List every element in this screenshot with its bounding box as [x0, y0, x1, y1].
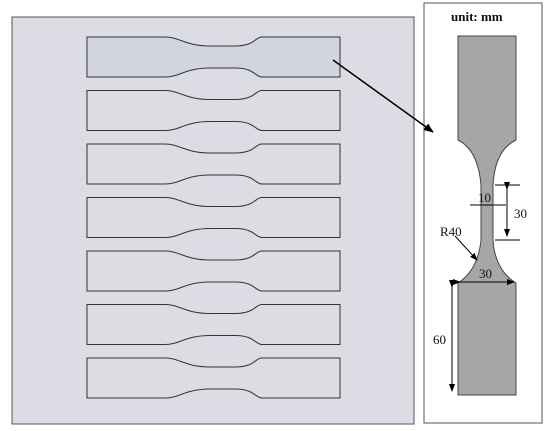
plate-specimen [86, 304, 341, 345]
gauge-width-label: 10 [478, 190, 491, 205]
gauge-length-label: 30 [514, 206, 527, 221]
plate-specimen [86, 250, 341, 292]
unit-label: unit: mm [451, 9, 503, 24]
pointer-arrow [332, 59, 434, 133]
plate-specimen [86, 36, 341, 78]
fillet-radius-leader [454, 235, 478, 261]
grip-length-label: 60 [433, 332, 446, 347]
plate-specimen [86, 90, 341, 131]
plate-specimen [86, 143, 341, 185]
plate-specimen [86, 357, 341, 399]
grip-width-label: 30 [479, 266, 492, 281]
plate-specimens [86, 36, 341, 399]
fillet-radius-label: R40 [440, 224, 462, 239]
detail-specimen [457, 35, 517, 396]
plate-specimen [86, 197, 341, 238]
